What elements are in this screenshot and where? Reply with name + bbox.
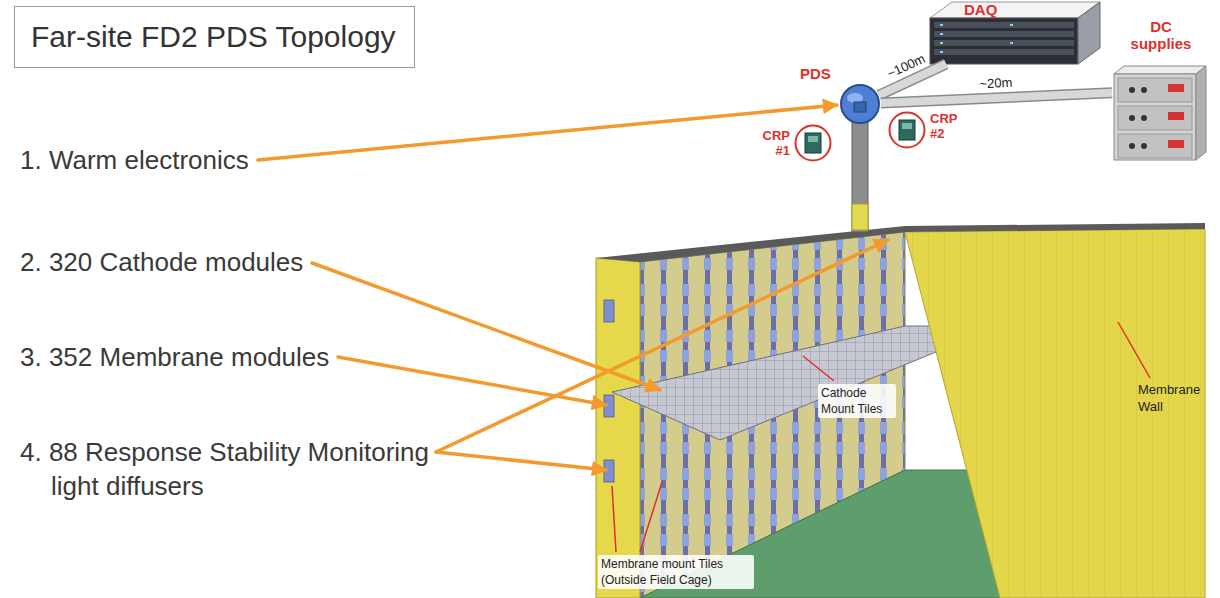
display [1168, 84, 1184, 92]
crp-panel [902, 123, 912, 129]
daq-server: DAQ [930, 0, 1100, 64]
server-light [940, 33, 943, 35]
node-label: DC supplies [1126, 18, 1196, 52]
crp-panel [808, 136, 818, 142]
distance-label: ~20m [977, 75, 1015, 92]
callout-item: 4. 88 Response Stability Monitoring ligh… [20, 435, 460, 503]
cable-body [881, 93, 1112, 103]
detector-cryostat [596, 122, 1205, 598]
supply-unit [1118, 106, 1192, 130]
pds-circle [840, 84, 880, 124]
server-unit [934, 40, 1074, 46]
server-rack [930, 2, 1100, 64]
crp-ring [890, 113, 925, 148]
knob [1141, 115, 1147, 121]
display [1168, 140, 1184, 148]
title-box: Far-site FD2 PDS Topology [14, 6, 415, 68]
cabinet-front [1114, 74, 1196, 160]
knob [1129, 87, 1135, 93]
supply-unit [1118, 78, 1192, 102]
callout-arrow [436, 452, 606, 470]
rack-top [930, 2, 1100, 18]
server-light [940, 24, 943, 26]
callout-item: 1. Warm electronics [20, 143, 249, 177]
supply-unit [1118, 134, 1192, 158]
crp-module: CRP #2 [888, 111, 926, 149]
callout-item: 2. 320 Cathode modules [20, 245, 303, 279]
top-cap [596, 223, 1205, 262]
cable-connector [881, 93, 1112, 103]
node-label: DAQ [964, 1, 997, 18]
cabinet-side [1196, 66, 1206, 160]
end-wall [596, 258, 640, 598]
leader-line [612, 486, 616, 552]
crp-device [899, 120, 915, 140]
rack-front [930, 18, 1078, 64]
server-unit [934, 31, 1074, 37]
rack-side [1078, 2, 1100, 64]
dc-supplies: DC supplies [1112, 18, 1210, 163]
leader-lines [612, 322, 1150, 552]
crp-circle [888, 111, 926, 149]
knob [1129, 143, 1135, 149]
pds-electronics: PDS [840, 84, 880, 124]
server-light [1010, 42, 1013, 44]
callout-arrows [258, 105, 888, 470]
chimney-flange [852, 204, 868, 230]
callout-arrow [338, 357, 606, 405]
server-unit [934, 22, 1074, 28]
node-label: CRP #1 [750, 128, 790, 158]
part-label: Cathode Mount Tiles [818, 384, 896, 418]
server-light [1010, 24, 1013, 26]
node-label: PDS [800, 65, 831, 82]
callout-arrow [258, 105, 837, 160]
node-label: CRP #2 [930, 111, 970, 141]
crp-ring [796, 126, 831, 161]
pds-box [854, 102, 866, 112]
server-light [940, 42, 943, 44]
title-text: Far-site FD2 PDS Topology [31, 7, 396, 67]
display [1168, 112, 1184, 120]
crp-module: CRP #1 [794, 124, 832, 162]
callout-arrow [436, 240, 888, 452]
knob [1141, 143, 1147, 149]
membrane-tile [604, 300, 614, 322]
part-label: Membrane Wall [1138, 381, 1208, 415]
chimney [852, 122, 868, 232]
callout-item: 3. 352 Membrane modules [20, 340, 329, 374]
distance-label: ~100m [883, 50, 929, 82]
server-light [940, 51, 943, 53]
pds-disc [841, 85, 879, 123]
cable-outline [881, 93, 1112, 103]
crp-device [805, 133, 821, 153]
part-label: Membrane mount Tiles (Outside Field Cage… [598, 555, 754, 589]
leader-line [1118, 322, 1150, 378]
leader-line [640, 482, 662, 552]
cabinet-top [1114, 66, 1206, 74]
knob [1141, 87, 1147, 93]
power-cabinet [1114, 66, 1206, 160]
leader-line [803, 356, 834, 381]
server-unit [934, 49, 1074, 55]
crp-circle [794, 124, 832, 162]
knob [1129, 115, 1135, 121]
